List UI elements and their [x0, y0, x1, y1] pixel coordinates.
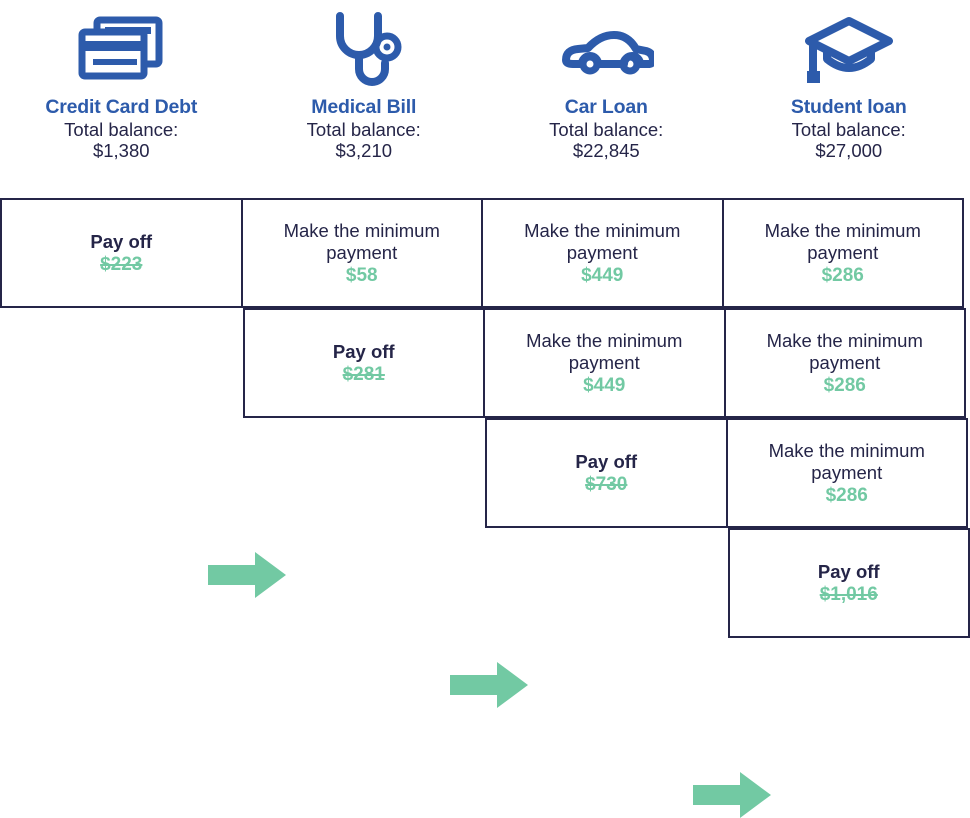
debt-column-car-loan: Car Loan Total balance: $22,845	[485, 0, 728, 196]
debt-payoff-diagram: Credit Card Debt Total balance: $1,380 M…	[0, 0, 970, 653]
debt-name: Car Loan	[565, 96, 648, 118]
debt-name: Credit Card Debt	[45, 96, 197, 118]
cell-action-label-line2: payment	[811, 462, 882, 484]
minimum-cell-car-loan[interactable]: Make the minimum payment $449	[483, 308, 726, 418]
cell-action-label: Pay off	[575, 451, 637, 473]
cell-action-label-line1: Make the minimum	[524, 220, 680, 242]
schedule-row-1: Pay off $223 Make the minimum payment $5…	[0, 198, 964, 308]
cell-amount: $1,016	[820, 583, 878, 606]
minimum-cell-medical-bill[interactable]: Make the minimum payment $58	[241, 198, 484, 308]
arrow-to-car-loan-icon	[450, 662, 528, 708]
balance-label: Total balance:	[549, 119, 663, 140]
debt-column-credit-card-debt: Credit Card Debt Total balance: $1,380	[0, 0, 243, 196]
cell-action-label-line2: payment	[569, 352, 640, 374]
debt-header-row: Credit Card Debt Total balance: $1,380 M…	[0, 0, 970, 196]
cell-action-label-line1: Make the minimum	[526, 330, 682, 352]
cell-amount: $286	[822, 264, 864, 287]
credit-cards-icon	[75, 6, 167, 94]
cell-action-label-line1: Make the minimum	[767, 330, 923, 352]
balance-label: Total balance:	[307, 119, 421, 140]
debt-name: Medical Bill	[311, 96, 416, 118]
balance-amount: $3,210	[335, 140, 392, 162]
cell-action-label-line1: Make the minimum	[769, 440, 925, 462]
cell-amount: $449	[583, 374, 625, 397]
schedule-row-2: Pay off $281 Make the minimum payment $4…	[243, 308, 967, 418]
arrow-to-medical-bill-icon	[208, 552, 286, 598]
stethoscope-icon	[323, 6, 405, 94]
cell-action-label: Pay off	[818, 561, 880, 583]
minimum-cell-student-loan[interactable]: Make the minimum payment $286	[724, 308, 967, 418]
cell-amount: $286	[824, 374, 866, 397]
cell-amount: $730	[585, 473, 627, 496]
cell-action-label-line2: payment	[809, 352, 880, 374]
balance-label: Total balance:	[64, 119, 178, 140]
minimum-cell-car-loan[interactable]: Make the minimum payment $449	[481, 198, 724, 308]
car-icon	[558, 6, 654, 94]
cell-amount: $223	[100, 253, 142, 276]
payoff-cell-medical-bill[interactable]: Pay off $281	[243, 308, 486, 418]
balance-amount: $27,000	[815, 140, 882, 162]
payoff-cell-credit-card-debt[interactable]: Pay off $223	[0, 198, 243, 308]
minimum-cell-student-loan[interactable]: Make the minimum payment $286	[722, 198, 965, 308]
cell-action-label-line2: payment	[326, 242, 397, 264]
debt-column-student-loan: Student loan Total balance: $27,000	[728, 0, 970, 196]
balance-amount: $1,380	[93, 140, 150, 162]
cell-action-label-line2: payment	[807, 242, 878, 264]
cell-amount: $58	[346, 264, 378, 287]
payoff-cell-student-loan[interactable]: Pay off $1,016	[728, 528, 970, 638]
cell-action-label: Pay off	[90, 231, 152, 253]
cell-action-label-line1: Make the minimum	[765, 220, 921, 242]
cell-action-label-line2: payment	[567, 242, 638, 264]
cell-amount: $286	[826, 484, 868, 507]
balance-label: Total balance:	[792, 119, 906, 140]
schedule-row-4: Pay off $1,016	[728, 528, 970, 638]
cell-action-label-line1: Make the minimum	[284, 220, 440, 242]
payoff-cell-car-loan[interactable]: Pay off $730	[485, 418, 728, 528]
cell-amount: $449	[581, 264, 623, 287]
debt-name: Student loan	[791, 96, 907, 118]
debt-column-medical-bill: Medical Bill Total balance: $3,210	[243, 0, 486, 196]
arrow-to-student-loan-icon	[693, 772, 771, 818]
cell-action-label: Pay off	[333, 341, 395, 363]
balance-amount: $22,845	[573, 140, 640, 162]
cell-amount: $281	[343, 363, 385, 386]
schedule-row-3: Pay off $730 Make the minimum payment $2…	[485, 418, 968, 528]
minimum-cell-student-loan[interactable]: Make the minimum payment $286	[726, 418, 969, 528]
graduation-cap-icon	[803, 6, 895, 94]
payment-schedule-grid: Pay off $223 Make the minimum payment $5…	[0, 196, 970, 653]
